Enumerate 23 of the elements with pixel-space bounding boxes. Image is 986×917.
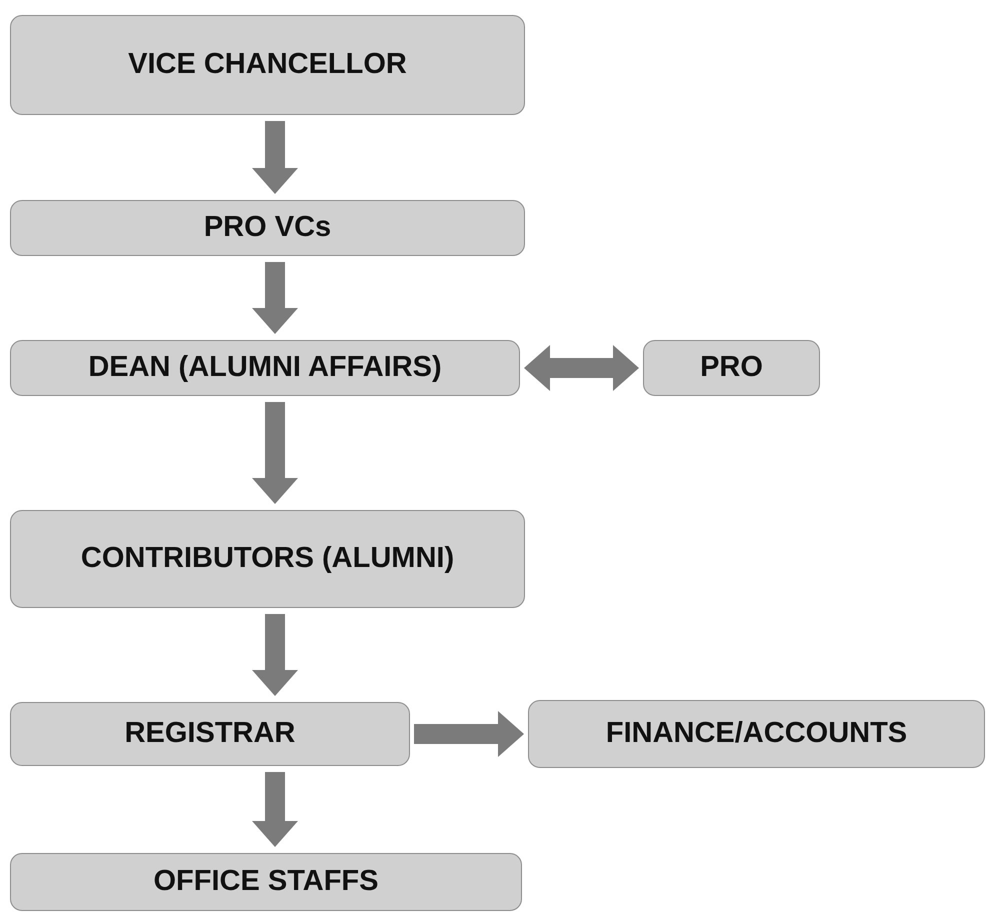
org-box — [10, 340, 520, 396]
role-label: CONTRIBUTORS (ALUMNI) — [80, 541, 454, 576]
arrow — [252, 402, 298, 504]
role-label: OFFICE STAFFS — [153, 864, 378, 900]
arrow — [252, 772, 298, 847]
org-box — [10, 702, 410, 766]
role-label: FINANCE/ACCOUNTS — [606, 716, 908, 752]
org-box — [10, 15, 525, 115]
role-label: PRO — [700, 350, 763, 386]
org-box — [10, 200, 525, 256]
arrow — [252, 262, 298, 334]
arrow — [252, 614, 298, 696]
role-label: DEAN (ALUMNI AFFAIRS) — [88, 350, 442, 386]
arrow — [524, 345, 639, 391]
role-label: REGISTRAR — [124, 716, 296, 752]
role-label: PRO VCs — [204, 210, 332, 246]
org-box — [528, 700, 985, 768]
role-label: VICE CHANCELLOR — [128, 47, 407, 82]
arrow — [414, 711, 524, 757]
org-box — [643, 340, 820, 396]
org-box — [10, 510, 525, 608]
org-box — [10, 853, 522, 911]
arrow — [252, 121, 298, 194]
